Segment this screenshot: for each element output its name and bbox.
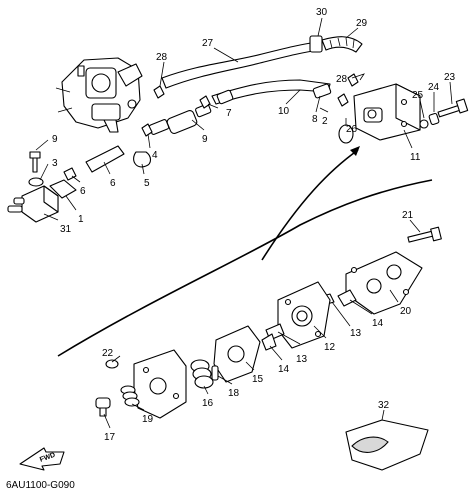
pump-spring	[190, 359, 214, 389]
pump-cover	[345, 251, 423, 315]
callout: 11	[410, 152, 421, 163]
callout: 27	[202, 38, 214, 49]
collar-24	[428, 112, 440, 126]
pump-pin	[211, 365, 219, 381]
callout: 16	[202, 398, 214, 409]
callout-numbers: 30 29 27 28 28 23 25 24 10 8 9 7 9 3 4 6…	[52, 7, 456, 443]
callout: 28	[156, 52, 168, 63]
callout: 5	[144, 178, 150, 189]
hose-clamp	[309, 35, 323, 53]
callout: 24	[428, 82, 440, 93]
plunger-spring	[120, 385, 140, 407]
callout: 25	[412, 90, 424, 101]
callout: 9	[202, 134, 208, 145]
check-valve-upper	[337, 289, 357, 307]
callout: 7	[226, 108, 232, 119]
fuel-hose-short	[85, 145, 125, 173]
clip-a	[153, 85, 165, 99]
bolt-21	[407, 226, 442, 243]
callout: 22	[102, 348, 114, 359]
clip-b	[347, 73, 359, 87]
callout: 6	[110, 178, 116, 189]
callout: 19	[142, 414, 154, 425]
callout: 15	[252, 374, 264, 385]
washer-4	[28, 177, 44, 187]
exploded-view-arrow	[261, 149, 359, 261]
section-divider	[57, 179, 433, 357]
protective-sleeve	[345, 419, 429, 471]
callout-leaders	[35, 17, 453, 429]
hose-connector	[312, 83, 332, 99]
fuel-joint	[7, 185, 59, 223]
pump-body	[277, 281, 331, 349]
callout: 9	[52, 134, 58, 145]
callout: 32	[378, 400, 390, 411]
callout: 8	[312, 114, 318, 125]
callout: 12	[324, 342, 336, 353]
callout: 14	[278, 364, 290, 375]
callout: 13	[296, 354, 308, 365]
callout: 30	[316, 7, 328, 18]
bolt-3	[29, 151, 41, 173]
callout: 23	[444, 72, 456, 83]
screw-14	[261, 333, 277, 351]
callout: 20	[400, 306, 412, 317]
callout: 29	[356, 18, 368, 29]
callout: 17	[104, 432, 116, 443]
corrugated-sleeve	[321, 36, 363, 53]
diaphragm	[213, 325, 261, 383]
callout: 3	[52, 158, 58, 169]
callout: 1	[78, 214, 84, 225]
callout: 10	[278, 106, 290, 117]
callout: 26	[346, 124, 358, 135]
callout: 21	[402, 210, 414, 221]
hose-clip-31	[133, 151, 152, 168]
pump-base	[133, 349, 187, 419]
callout: 14	[372, 318, 384, 329]
clip-6b	[63, 167, 77, 181]
carburetor	[55, 57, 143, 133]
plunger	[95, 397, 111, 417]
callout: 28	[336, 74, 348, 85]
washer-25	[419, 119, 429, 129]
hose-short-top	[216, 89, 234, 105]
callout: 2	[322, 116, 328, 127]
fwd-arrow-icon: FWD	[19, 447, 65, 471]
clip-6a	[141, 123, 153, 137]
clip-9a	[199, 95, 211, 109]
callout: 4	[152, 150, 158, 161]
seal-2	[49, 179, 77, 199]
clip-9b	[337, 93, 349, 107]
callout: 6	[80, 186, 86, 197]
washer-22	[105, 359, 119, 369]
bolt-23	[437, 98, 469, 118]
fuel-pump	[353, 83, 421, 141]
drawing-code: 6AU1100-G090	[6, 480, 75, 491]
callout: 31	[60, 224, 72, 235]
callout: 18	[228, 388, 240, 399]
callout: 13	[350, 328, 362, 339]
fuel-filter	[148, 103, 212, 135]
